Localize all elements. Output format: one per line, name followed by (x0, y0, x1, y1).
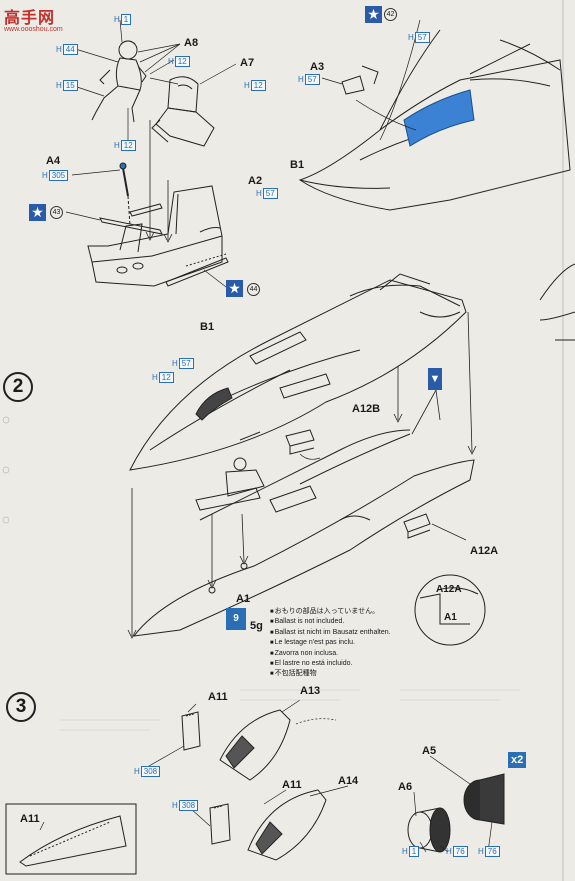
assembly-arrows (145, 120, 173, 243)
note-line: El lastre no está incluido. (270, 659, 391, 669)
part-label-a12a: A12A (470, 545, 499, 557)
part-label-a14: A14 (338, 775, 359, 787)
part-label-a1-detail: A1 (444, 612, 457, 623)
quantity-x2-badge: x2 (508, 752, 527, 768)
cover-a14-drawing (247, 789, 327, 861)
part-label-a7: A7 (240, 57, 255, 69)
part-label-b1-mid: B1 (200, 321, 215, 333)
rod-part-drawing (71, 162, 131, 227)
decal-star-icon: ★ (365, 6, 382, 23)
part-label-a12a-detail: A12A (436, 584, 462, 595)
cement-icon: ▼ (428, 368, 442, 390)
show-through-lines (60, 689, 520, 731)
part-label-b1-top: B1 (290, 159, 305, 171)
note-line: Ballast ist nicht im Bausatz enthalten. (270, 628, 391, 638)
ballast-weight-icon: 9 (226, 608, 246, 630)
ejection-seat-drawing (151, 76, 215, 147)
assembly-arrows-step2 (127, 311, 477, 639)
watermark-logo: 高手网 www.oooshou.com (4, 10, 63, 33)
decal-number-44: 44 (247, 283, 260, 296)
nose-canopy-dark (195, 387, 233, 421)
part-label-a6: A6 (398, 781, 413, 793)
note-line: おもりの部品は入っていません。 (270, 607, 391, 617)
part-label-a12b: A12B (352, 403, 381, 415)
page-dots (2, 416, 10, 524)
step-3-badge: 3 (6, 692, 36, 722)
edge-drawing (539, 263, 575, 341)
ballast-weight-value: 5g (250, 620, 263, 632)
note-line: Ballast is not included. (270, 617, 391, 627)
part-label-a4: A4 (46, 155, 61, 167)
leader-lines-top (67, 19, 237, 148)
intake-a12b-drawing (285, 429, 321, 460)
inset-box (5, 803, 137, 875)
part-label-a2: A2 (248, 175, 263, 187)
part-label-a1: A1 (236, 593, 251, 605)
cockpit-assembly-small (195, 457, 265, 511)
ballast-notes: おもりの部品は入っていません。 Ballast is not included.… (270, 607, 391, 680)
step-2-badge: 2 (3, 372, 33, 402)
side-console-strips (65, 203, 231, 291)
decal-star-icon: ★ (226, 280, 243, 297)
part-a11-upper-drawing (181, 711, 201, 751)
detail-circle-drawing (414, 574, 486, 646)
note-line: 不包括配種物 (270, 669, 391, 679)
part-a12a-drawing (403, 513, 467, 541)
part-label-a8: A8 (184, 37, 199, 49)
note-line: Zavorra non inclusa. (270, 649, 391, 659)
nozzle-a5-drawing (463, 773, 505, 825)
cover-a13-drawing (219, 709, 291, 781)
part-label-a11-top: A11 (208, 691, 228, 703)
part-a3-drawing (321, 65, 417, 131)
fuselage-b1-upper-drawing (129, 273, 467, 471)
cockpit-tub-drawing (87, 185, 223, 287)
part-label-a5: A5 (422, 745, 437, 757)
part-label-a13: A13 (300, 685, 321, 697)
nozzle-a6-drawing (407, 807, 451, 853)
part-label-a11-bottom: A11 (282, 779, 302, 791)
decal-number-42: 42 (384, 8, 397, 21)
note-line: Le lestage n'est pas inclu. (270, 638, 391, 648)
decal-star-icon: ★ (29, 204, 46, 221)
part-label-a3: A3 (310, 61, 325, 73)
decal-number-43: 43 (50, 206, 63, 219)
pilot-figure-drawing (91, 40, 147, 123)
canopy-paint-area (403, 89, 475, 147)
part-a11-lower-drawing (209, 803, 231, 845)
part-label-a11-inset: A11 (20, 813, 40, 825)
